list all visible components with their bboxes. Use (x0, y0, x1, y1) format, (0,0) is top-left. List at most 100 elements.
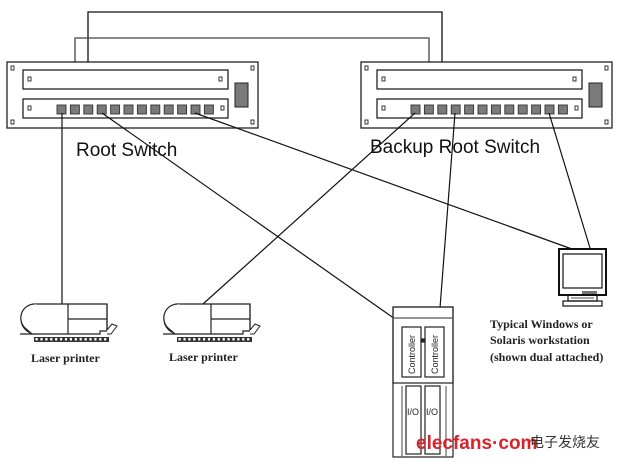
io-1-label: I/O (407, 407, 419, 417)
roller-gap (64, 338, 68, 341)
screw-icon (364, 119, 369, 125)
workstation-monitor-icon (558, 248, 607, 307)
roller-gap (94, 338, 97, 341)
roller-gap (222, 338, 225, 341)
controller-interlink (420, 338, 426, 343)
roller-gap (99, 338, 102, 341)
switch-port-4 (450, 104, 461, 115)
switch-port-4 (96, 104, 107, 115)
link-backup-printer2 (202, 112, 416, 305)
roller-gap (207, 338, 211, 341)
switch-port-5 (110, 104, 121, 115)
roller-gap (69, 338, 72, 341)
roller-gap (40, 338, 43, 341)
switch-upper-slot (376, 69, 583, 90)
io-module-2 (424, 385, 441, 455)
monitor-stand (567, 296, 598, 302)
roller-gap (188, 338, 191, 341)
workstation-caption-line-1: Typical Windows or (490, 317, 593, 331)
printer-2-caption: Laser printer (169, 350, 238, 364)
roller-gap (45, 338, 48, 341)
switch-power-module (588, 82, 603, 108)
switch-port-12 (557, 104, 568, 115)
monitor-bezel (558, 248, 607, 296)
controller-1-label: Controller (407, 335, 417, 374)
switch-port-5 (464, 104, 475, 115)
monitor-button-panel (582, 291, 597, 294)
roller-gap (198, 338, 201, 341)
laser-printer-2 (163, 303, 261, 342)
screw-icon (250, 65, 255, 71)
roller-gap (60, 338, 63, 341)
chassis-outline (392, 306, 454, 458)
roller-gap (193, 338, 196, 341)
controller-2-label: Controller (430, 335, 440, 374)
switch-port-11 (190, 104, 201, 115)
controller-bay (392, 306, 454, 384)
roller-gap (217, 338, 220, 341)
switch-port-1 (410, 104, 421, 115)
switch-port-8 (504, 104, 515, 115)
switch-port-1 (56, 104, 67, 115)
link-root-workstation (194, 112, 584, 254)
roller-gap (178, 338, 181, 341)
roller-gap (104, 338, 107, 341)
screw-icon (381, 105, 386, 111)
screw-icon (572, 76, 577, 82)
printer-outline (163, 303, 251, 335)
screw-icon (604, 119, 609, 125)
printer-1-caption: Laser printer (31, 351, 100, 365)
roller-gap (242, 338, 245, 341)
printer-paper-tray (106, 323, 118, 335)
screw-icon (27, 105, 32, 111)
roller-gap (247, 338, 250, 341)
controller-chassis (392, 306, 454, 458)
switch-port-3 (437, 104, 448, 115)
io-module-1 (405, 385, 422, 455)
laser-printer-1 (20, 303, 118, 342)
io-2-label: I/O (426, 407, 438, 417)
monitor-screen (562, 253, 603, 289)
screw-icon (250, 119, 255, 125)
workstation-caption-line-2: Solaris workstation (490, 333, 590, 347)
switch-port-2 (423, 104, 434, 115)
link-root-controller1 (101, 112, 406, 327)
link-root-port3-backup-port3 (87, 11, 443, 105)
controller-2-module (424, 326, 445, 378)
switch-port-7 (136, 104, 147, 115)
root-switch-label: Root Switch (76, 140, 177, 161)
printer-outline (20, 303, 108, 335)
link-backup-workstation (548, 112, 591, 249)
switch-port-9 (517, 104, 528, 115)
screw-icon (364, 65, 369, 71)
roller-gap (183, 338, 186, 341)
switch-port-8 (150, 104, 161, 115)
switch-port-2 (69, 104, 80, 115)
switch-port-12 (203, 104, 214, 115)
watermark-brand: elecfans·com (416, 433, 537, 454)
roller-gap (227, 338, 230, 341)
roller-gap (79, 338, 82, 341)
backup-root-switch (360, 61, 613, 129)
switch-port-7 (490, 104, 501, 115)
switch-power-module (234, 82, 249, 108)
roller-gap (74, 338, 77, 341)
screw-icon (10, 65, 15, 71)
watermark-chinese: 电子发烧友 (530, 435, 600, 451)
screw-icon (10, 119, 15, 125)
monitor-base (562, 300, 603, 307)
screw-icon (574, 105, 579, 111)
roller-gap (35, 338, 38, 341)
roller-gap (50, 338, 53, 341)
controller-1-module (401, 326, 422, 378)
screw-icon (220, 105, 225, 111)
roller-gap (55, 338, 58, 341)
backup-root-switch-label: Backup Root Switch (370, 137, 540, 158)
screw-icon (27, 76, 32, 82)
switch-port-6 (123, 104, 134, 115)
switch-port-3 (83, 104, 94, 115)
workstation-caption-line-3: (shown dual attached) (490, 350, 603, 364)
switch-port-6 (477, 104, 488, 115)
switch-port-11 (544, 104, 555, 115)
roller-gap (212, 338, 215, 341)
